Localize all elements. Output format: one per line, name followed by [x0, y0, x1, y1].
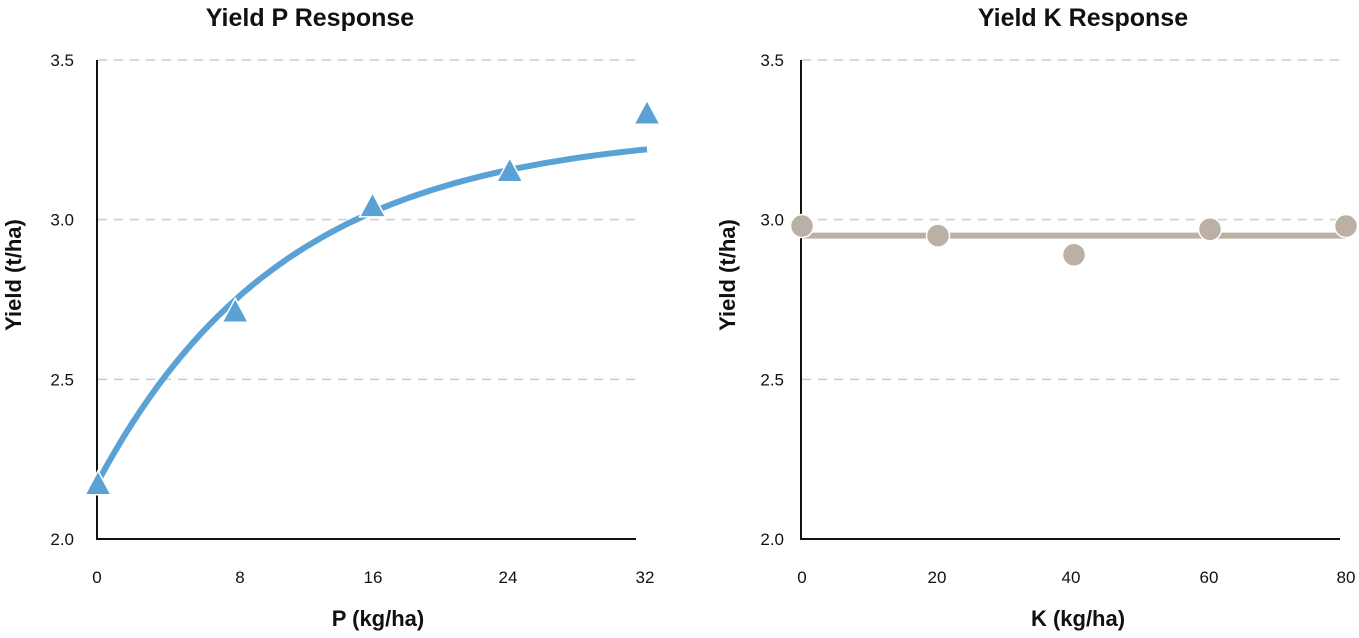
data-point-triangle [632, 98, 662, 126]
y-tick-label: 3.5 [760, 51, 784, 70]
x-tick-label: 20 [928, 568, 947, 587]
y-tick-label: 2.5 [760, 370, 784, 389]
x-axis-label: P (kg/ha) [332, 606, 425, 631]
x-tick-label: 80 [1337, 568, 1356, 587]
y-tick-label: 2.5 [50, 370, 74, 389]
y-tick-label: 3.5 [50, 51, 74, 70]
x-tick-label: 40 [1062, 568, 1081, 587]
y-tick-label: 3.0 [760, 211, 784, 230]
x-tick-label: 60 [1200, 568, 1219, 587]
x-tick-label: 8 [235, 568, 244, 587]
yield-k-chart: Yield K Response K (kg/ha) Yield (t/ha) … [715, 4, 1359, 631]
data-point-circle [789, 213, 815, 239]
y-axis-label: Yield (t/ha) [715, 219, 740, 331]
x-tick-label: 0 [92, 568, 101, 587]
data-point-circle [925, 223, 951, 248]
y-axis-label: Yield (t/ha) [1, 219, 26, 331]
y-tick-label: 2.0 [760, 530, 784, 549]
yield-p-chart: Yield P Response P (kg/ha) Yield (t/ha) … [1, 4, 662, 631]
chart-title: Yield P Response [206, 4, 415, 32]
x-tick-label: 0 [797, 568, 806, 587]
data-point-triangle [220, 296, 250, 324]
data-point-circle [1333, 213, 1359, 239]
y-tick-label: 2.0 [50, 530, 74, 549]
x-tick-label: 16 [364, 568, 383, 587]
data-point-triangle [83, 469, 113, 496]
data-point-circle [1061, 242, 1087, 268]
x-axis-label: K (kg/ha) [1031, 606, 1125, 631]
y-tick-label: 3.0 [50, 211, 74, 230]
data-point-circle [1197, 216, 1223, 242]
x-tick-label: 32 [636, 568, 655, 587]
data-point-triangle [495, 156, 525, 183]
chart-title: Yield K Response [978, 4, 1188, 32]
x-tick-label: 24 [499, 568, 518, 587]
data-point-triangle [358, 191, 387, 218]
